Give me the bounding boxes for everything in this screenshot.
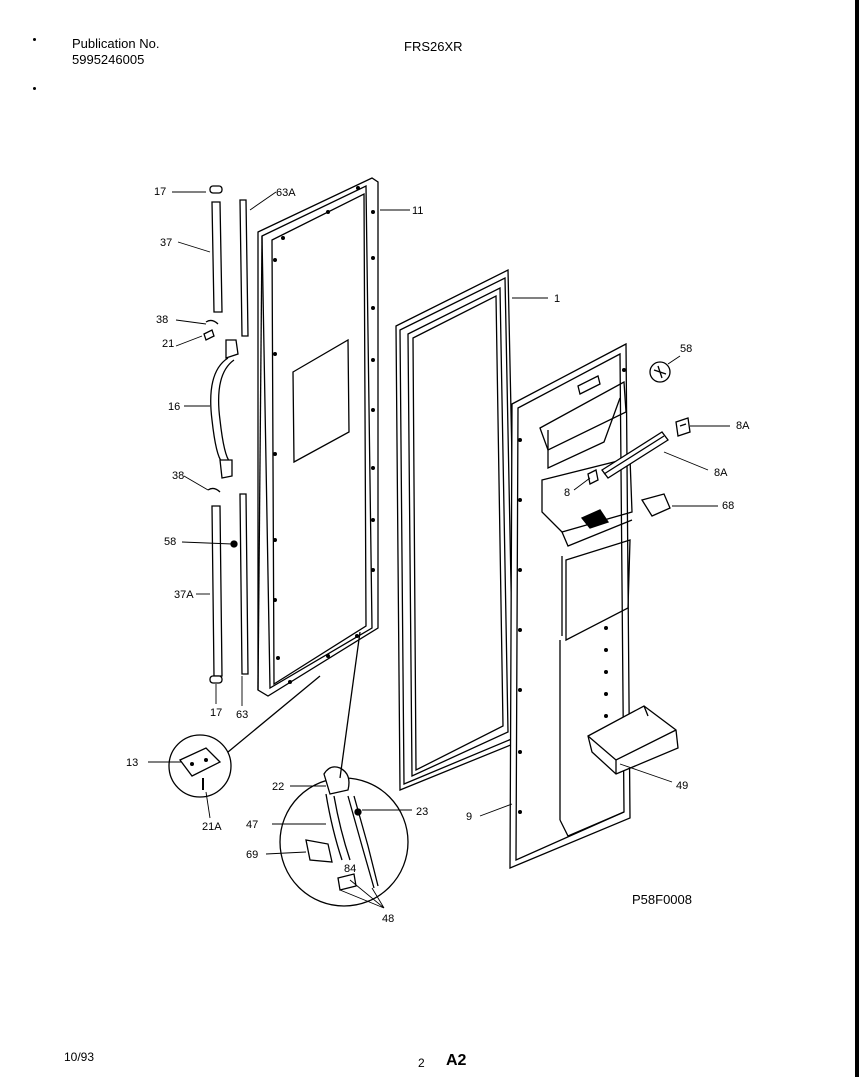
hinge-hole [190, 762, 194, 766]
page-border [855, 0, 859, 1077]
connector-69 [305, 839, 333, 863]
label-21: 21 [162, 338, 174, 350]
scan-mark [33, 87, 36, 90]
footer-section: A2 [446, 1052, 467, 1069]
strip-63 [239, 493, 249, 675]
trim-37A [211, 505, 223, 677]
label-21A: 21A [202, 821, 222, 833]
handle-bottom-mount [219, 459, 233, 479]
label-49: 49 [676, 780, 688, 792]
leader-wiring [339, 631, 361, 779]
end-cap-17-top [209, 185, 223, 194]
clip [675, 417, 691, 437]
screw-23 [354, 808, 362, 816]
screw-38-mid [207, 487, 221, 493]
leader-lines [148, 191, 730, 909]
leader-hinge [227, 675, 321, 753]
inner-door-liner [509, 342, 633, 869]
bracket-8 [587, 469, 599, 485]
label-38-top: 38 [156, 314, 168, 326]
label-48: 48 [382, 913, 394, 925]
clip-detail [679, 423, 687, 427]
label-8A-top: 8A [736, 420, 750, 432]
strip-63A [239, 199, 249, 337]
label-11: 11 [412, 205, 423, 217]
label-58-left: 58 [164, 536, 176, 548]
door-gasket [395, 268, 519, 791]
label-13: 13 [126, 757, 138, 769]
publication-number: 5995246005 [72, 52, 145, 67]
label-58-right: 58 [680, 343, 692, 355]
door-bin [587, 705, 679, 775]
light-socket-22 [323, 766, 350, 795]
trim-37 [211, 201, 223, 313]
label-68: 68 [722, 500, 734, 512]
label-63A: 63A [276, 187, 296, 199]
label-23: 23 [416, 806, 428, 818]
label-47: 47 [246, 819, 258, 831]
label-69: 69 [246, 849, 258, 861]
label-16: 16 [168, 401, 180, 413]
screw-58-detail [653, 365, 667, 379]
dispenser-bar-edge [603, 435, 665, 475]
handle-16 [210, 357, 229, 463]
label-17-bottom: 17 [210, 707, 222, 719]
label-8: 8 [564, 487, 570, 499]
model-number: FRS26XR [404, 39, 463, 54]
end-cap-17-bottom [209, 675, 223, 684]
label-37: 37 [160, 237, 172, 249]
label-84: 84 [344, 863, 356, 875]
label-38-mid: 38 [172, 470, 184, 482]
screw-38-top [205, 319, 219, 325]
hinge-hole [204, 758, 208, 762]
connector-84 [337, 873, 357, 891]
diagram-code: P58F0008 [632, 892, 692, 907]
label-9: 9 [466, 811, 472, 823]
label-37A: 37A [174, 589, 194, 601]
footer-page: 2 [418, 1056, 425, 1070]
scan-mark [33, 38, 36, 41]
wire-47b [333, 795, 351, 861]
hinge-13 [178, 747, 222, 777]
label-63: 63 [236, 709, 248, 721]
drip-tray-cup [640, 493, 671, 517]
label-8A-mid: 8A [714, 467, 728, 479]
label-17-top: 17 [154, 186, 166, 198]
hinge-detail-circle [168, 734, 232, 798]
door-panel [257, 177, 379, 697]
handle-top-mount [225, 339, 239, 359]
handle-16-back [217, 359, 235, 463]
screw-21 [203, 329, 215, 341]
label-22: 22 [272, 781, 284, 793]
wire-48 [347, 795, 375, 889]
wire-47 [325, 793, 343, 861]
footer-date: 10/93 [64, 1050, 95, 1064]
publication-label: Publication No. [72, 36, 160, 51]
label-1: 1 [554, 293, 560, 305]
